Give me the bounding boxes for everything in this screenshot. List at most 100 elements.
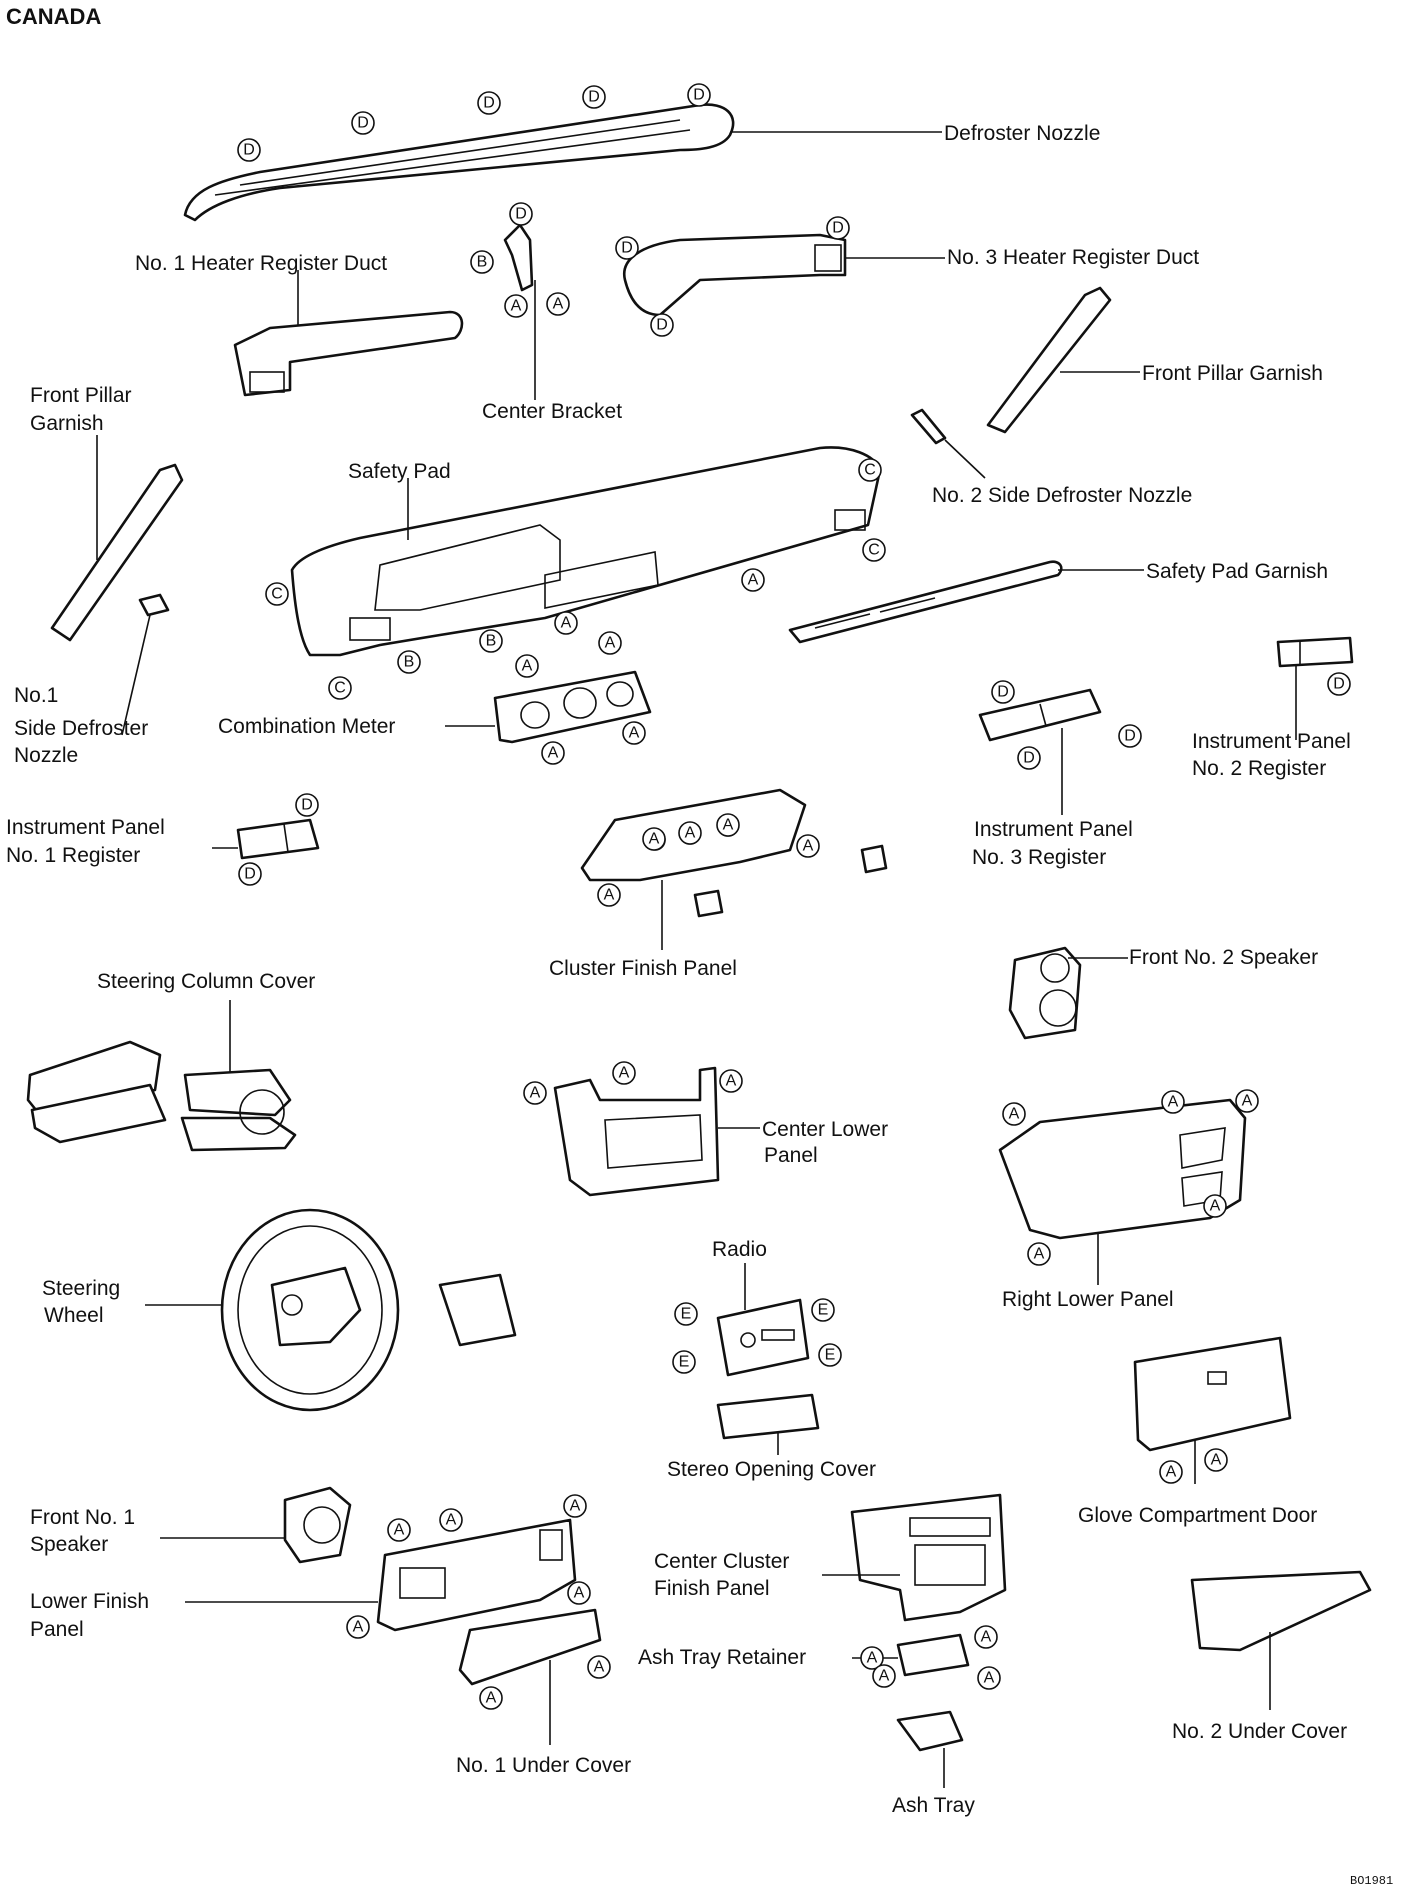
front-pillar-garnish-right-part <box>986 286 1112 434</box>
label-ip-no3-register-1: Instrument Panel <box>974 818 1133 841</box>
marker-a-atr-1: A <box>974 1625 998 1649</box>
marker-a-rlp-1: A <box>1002 1102 1026 1126</box>
marker-a-cluster-4: A <box>796 834 820 858</box>
marker-a-rlp-3: A <box>1235 1089 1259 1113</box>
lower-finish-panel-part <box>376 1518 577 1632</box>
marker-a-atr-3: A <box>872 1664 896 1688</box>
region-title: CANADA <box>6 4 101 29</box>
label-cluster-finish-panel: Cluster Finish Panel <box>549 957 737 980</box>
radio-part <box>716 1298 810 1377</box>
label-ip-no2-register-1: Instrument Panel <box>1192 730 1351 753</box>
marker-a-glove-1: A <box>1159 1460 1183 1484</box>
marker-b-pad-2: B <box>479 629 503 653</box>
svg-text:B: B <box>477 254 488 271</box>
figure-code: BO1981 <box>1350 1874 1393 1888</box>
marker-a-cluster-3: A <box>716 813 740 837</box>
center-cluster-finish-part <box>850 1493 1007 1622</box>
label-combination-meter: Combination Meter <box>218 715 395 738</box>
svg-text:A: A <box>446 1512 457 1529</box>
svg-text:A: A <box>879 1668 890 1685</box>
marker-a-meter-3: A <box>622 721 646 745</box>
svg-text:A: A <box>1242 1093 1253 1110</box>
marker-a-cluster-2: A <box>678 821 702 845</box>
marker-b-bracket: B <box>470 250 494 274</box>
marker-d-duct-2: D <box>826 216 850 240</box>
combination-meter-part <box>493 670 652 744</box>
svg-text:D: D <box>301 797 313 814</box>
svg-text:D: D <box>997 684 1009 701</box>
label-no1-side-defroster-1: No.1 <box>14 684 58 707</box>
svg-text:D: D <box>1023 750 1035 767</box>
label-steering-column-cover: Steering Column Cover <box>97 970 315 993</box>
label-lower-finish-panel-2: Panel <box>30 1618 84 1641</box>
marker-e-radio-4: E <box>818 1343 842 1367</box>
label-no2-side-defroster: No. 2 Side Defroster Nozzle <box>932 484 1192 507</box>
svg-text:D: D <box>1124 728 1136 745</box>
svg-text:A: A <box>1168 1094 1179 1111</box>
label-no1-under-cover: No. 1 Under Cover <box>456 1754 631 1777</box>
marker-a-meter-4: A <box>541 741 565 765</box>
ip-no3-register-part <box>978 688 1102 742</box>
label-front-no1-speaker-1: Front No. 1 <box>30 1506 135 1529</box>
svg-text:A: A <box>1166 1464 1177 1481</box>
svg-text:A: A <box>570 1498 581 1515</box>
label-stereo-opening-cover: Stereo Opening Cover <box>667 1458 876 1481</box>
ip-no2-register-part <box>1276 636 1354 668</box>
svg-text:C: C <box>271 586 283 603</box>
defroster-nozzle-part <box>183 103 735 222</box>
svg-text:A: A <box>394 1522 405 1539</box>
marker-a-clp-1: A <box>523 1081 547 1105</box>
label-center-cluster-finish-2: Finish Panel <box>654 1577 770 1600</box>
marker-a-meter-1: A <box>515 654 539 678</box>
marker-d-def-5: D <box>687 83 711 107</box>
marker-c-pad-1: C <box>858 458 882 482</box>
marker-a-rlp-2: A <box>1161 1090 1185 1114</box>
svg-text:D: D <box>244 866 256 883</box>
svg-text:A: A <box>1210 1198 1221 1215</box>
steering-column-cover-part <box>26 1040 297 1152</box>
marker-d-def-1: D <box>237 138 261 162</box>
svg-text:B: B <box>486 633 497 650</box>
marker-e-radio-2: E <box>811 1298 835 1322</box>
label-glove-compartment-door: Glove Compartment Door <box>1078 1504 1317 1527</box>
svg-text:A: A <box>594 1659 605 1676</box>
marker-d-duct-3: D <box>650 313 674 337</box>
svg-text:D: D <box>693 87 705 104</box>
svg-text:E: E <box>825 1347 836 1364</box>
svg-text:E: E <box>679 1354 690 1371</box>
svg-text:A: A <box>605 635 616 652</box>
marker-a-atr-4: A <box>977 1666 1001 1690</box>
fastener-markers: D D D D D D B A A D D D C C C C A A B B … <box>237 83 1351 1710</box>
marker-a-meter-2: A <box>598 631 622 655</box>
marker-a-cluster-5: A <box>597 883 621 907</box>
label-radio: Radio <box>712 1238 767 1261</box>
svg-text:A: A <box>548 745 559 762</box>
marker-d-reg1-1: D <box>295 793 319 817</box>
marker-c-pad-2: C <box>862 538 886 562</box>
no1-under-cover-part <box>458 1608 602 1686</box>
svg-text:A: A <box>561 615 572 632</box>
marker-a-bracket-1: A <box>504 294 528 318</box>
svg-text:A: A <box>723 817 734 834</box>
label-safety-pad-garnish: Safety Pad Garnish <box>1146 560 1328 583</box>
svg-text:C: C <box>864 462 876 479</box>
marker-d-def-2: D <box>351 111 375 135</box>
marker-a-uc1-2: A <box>479 1686 503 1710</box>
svg-text:A: A <box>1211 1452 1222 1469</box>
label-no1-side-defroster-2: Side Defroster <box>14 717 148 740</box>
ash-tray-part <box>896 1710 964 1752</box>
marker-d-reg3-2: D <box>1118 724 1142 748</box>
svg-text:D: D <box>243 142 255 159</box>
svg-text:D: D <box>357 115 369 132</box>
svg-text:C: C <box>868 542 880 559</box>
center-lower-panel-part <box>553 1066 720 1197</box>
label-ip-no1-register-2: No. 1 Register <box>6 844 140 867</box>
label-center-lower-panel-1: Center Lower <box>762 1118 888 1141</box>
svg-text:A: A <box>726 1073 737 1090</box>
label-ash-tray-retainer: Ash Tray Retainer <box>638 1646 806 1669</box>
leader-no2-side-defroster <box>944 439 986 479</box>
svg-text:A: A <box>530 1085 541 1102</box>
svg-text:A: A <box>511 298 522 315</box>
marker-a-clp-2: A <box>612 1061 636 1085</box>
glove-compartment-door-part <box>1133 1336 1292 1452</box>
